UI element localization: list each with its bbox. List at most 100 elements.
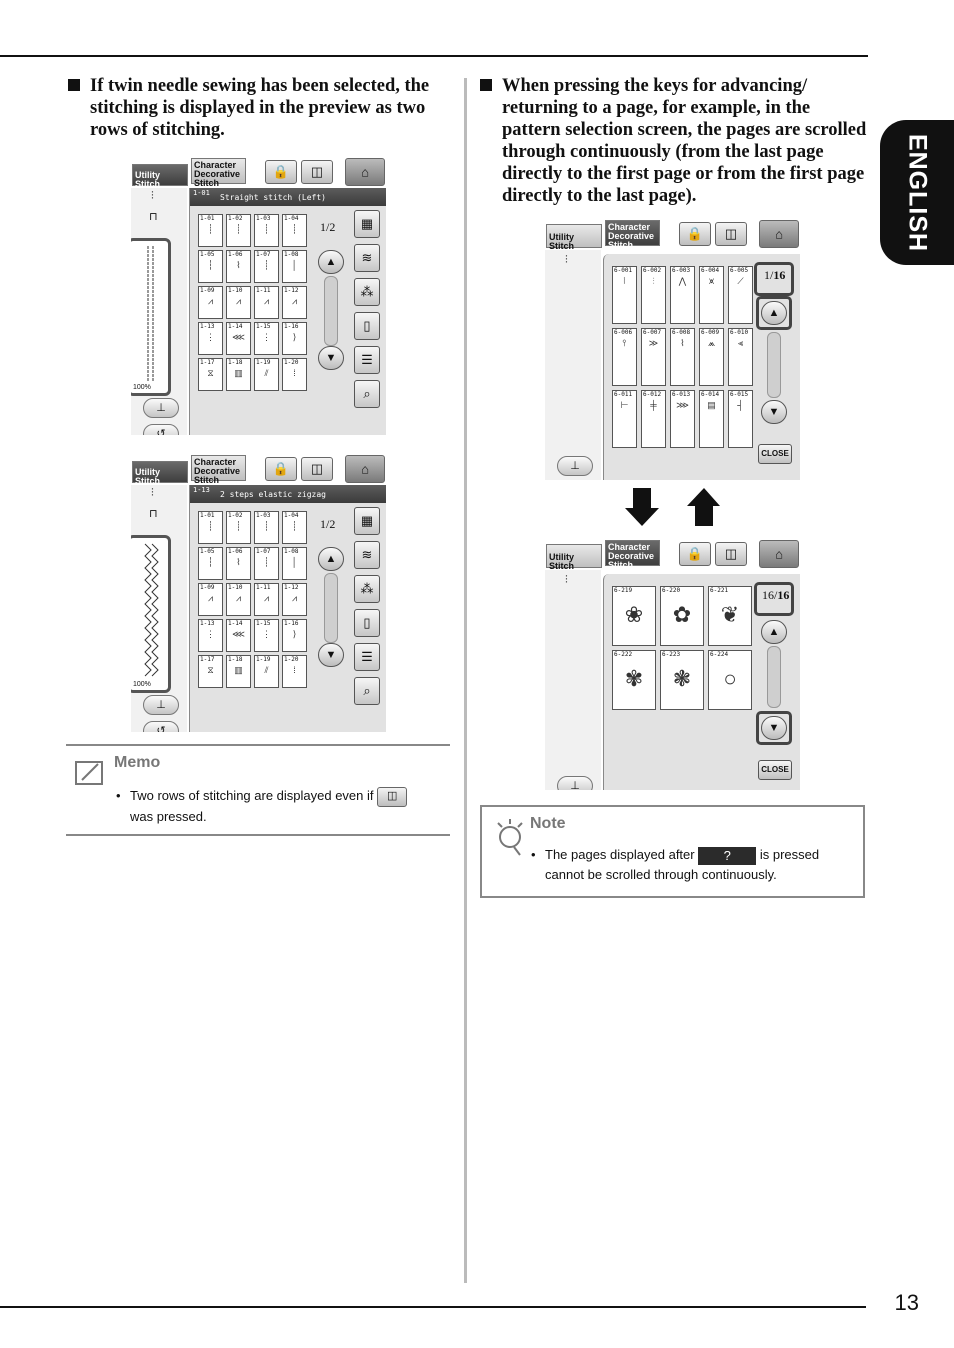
stitch-cell[interactable]: 1-10⩘ (226, 583, 251, 616)
category-heirloom-button[interactable]: ☰ (354, 643, 380, 671)
home-button[interactable]: ⌂ (759, 540, 799, 568)
tab-utility-stitch[interactable]: Utility Stitch (546, 544, 602, 571)
twin-needle-button[interactable]: ◫ (301, 457, 333, 481)
home-button[interactable]: ⌂ (759, 220, 799, 248)
stitch-cell[interactable]: 6-219❀ (612, 586, 656, 646)
stitch-cell[interactable]: 1-14⋘ (226, 619, 251, 652)
page-up-button[interactable]: ▲ (318, 250, 344, 274)
presser-foot-button[interactable]: ⊥ (557, 776, 593, 790)
stitch-cell[interactable]: 6-220✿ (660, 586, 704, 646)
stitch-cell[interactable]: 6-008⌇ (670, 328, 695, 386)
category-buttonhole-button[interactable]: ▯ (354, 609, 380, 637)
page-down-button[interactable]: ▼ (318, 643, 344, 667)
stitch-cell[interactable]: 6-004⩙ (699, 266, 724, 324)
page-down-button[interactable]: ▼ (761, 400, 787, 424)
tab-character-decorative[interactable]: Character Decorative Stitch (605, 220, 660, 250)
lock-button[interactable]: 🔒 (265, 160, 297, 184)
stitch-cell[interactable]: 6-011⊢ (612, 390, 637, 448)
stitch-cell[interactable]: 1-08│ (282, 250, 307, 283)
stitch-cell[interactable]: 6-001⦚ (612, 266, 637, 324)
stitch-cell[interactable]: 6-014▤ (699, 390, 724, 448)
stitch-cell[interactable]: 1-02┊ (226, 511, 251, 544)
stitch-cell[interactable]: 6-015┤ (728, 390, 753, 448)
stitch-cell[interactable]: 1-12⩘ (282, 286, 307, 319)
stitch-cell[interactable]: 1-17⧖ (198, 358, 223, 391)
stitch-cell[interactable]: 1-15⋮ (254, 322, 279, 355)
stitch-cell[interactable]: 1-01┊ (198, 511, 223, 544)
stitch-cell[interactable]: 1-09⩘ (198, 286, 223, 319)
stitch-cell[interactable]: 6-221❦ (708, 586, 752, 646)
category-decorative-button[interactable]: ≋ (354, 541, 380, 569)
stitch-cell[interactable]: 1-14⋘ (226, 322, 251, 355)
category-buttonhole-button[interactable]: ▯ (354, 312, 380, 340)
category-heirloom-button[interactable]: ☰ (354, 346, 380, 374)
stitch-cell[interactable]: 6-223❃ (660, 650, 704, 710)
stitch-cell[interactable]: 1-02┊ (226, 214, 251, 247)
stitch-cell[interactable]: 1-01┊ (198, 214, 223, 247)
page-down-button[interactable]: ▼ (318, 346, 344, 370)
stitch-cell[interactable]: 1-12⩘ (282, 583, 307, 616)
category-search-button[interactable]: ⌕ (354, 677, 380, 705)
page-up-button[interactable]: ▲ (318, 547, 344, 571)
page-down-button[interactable]: ▼ (761, 716, 787, 740)
home-button[interactable]: ⌂ (345, 158, 385, 186)
close-button[interactable]: CLOSE (758, 444, 792, 464)
category-decorative-button[interactable]: ≋ (354, 244, 380, 272)
category-satin-button[interactable]: ▦ (354, 507, 380, 535)
category-search-button[interactable]: ⌕ (354, 380, 380, 408)
scrollbar[interactable] (767, 332, 781, 398)
close-button[interactable]: CLOSE (758, 760, 792, 780)
stitch-cell[interactable]: 1-19⫽ (254, 358, 279, 391)
tab-character-decorative[interactable]: Character Decorative Stitch (605, 540, 660, 570)
scrollbar[interactable] (324, 276, 338, 346)
presser-foot-button[interactable]: ⊥ (557, 456, 593, 476)
reverse-button[interactable]: ↺ (143, 424, 179, 435)
lock-button[interactable]: 🔒 (679, 222, 711, 246)
stitch-cell[interactable]: 1-13⋮ (198, 619, 223, 652)
stitch-cell[interactable]: 1-06⌇ (226, 250, 251, 283)
stitch-cell[interactable]: 1-19⫽ (254, 655, 279, 688)
reverse-button[interactable]: ↺ (143, 721, 179, 732)
stitch-cell[interactable]: 6-006⫯ (612, 328, 637, 386)
tab-character-decorative[interactable]: Character Decorative Stitch (191, 455, 246, 485)
scrollbar[interactable] (767, 646, 781, 708)
stitch-cell[interactable]: 1-15⋮ (254, 619, 279, 652)
stitch-cell[interactable]: 6-007≫ (641, 328, 666, 386)
category-satin-button[interactable]: ▦ (354, 210, 380, 238)
lock-button[interactable]: 🔒 (265, 457, 297, 481)
stitch-cell[interactable]: 1-09⩘ (198, 583, 223, 616)
stitch-cell[interactable]: 1-05┆ (198, 250, 223, 283)
stitch-cell[interactable]: 1-03┊ (254, 214, 279, 247)
stitch-cell[interactable]: 1-07┊ (254, 250, 279, 283)
stitch-cell[interactable]: 6-009⩕ (699, 328, 724, 386)
stitch-cell[interactable]: 6-005⟋ (728, 266, 753, 324)
stitch-cell[interactable]: 1-20⁞ (282, 655, 307, 688)
page-up-button[interactable]: ▲ (761, 620, 787, 644)
stitch-cell[interactable]: 1-16⟩ (282, 322, 307, 355)
stitch-cell[interactable]: 1-11⩘ (254, 286, 279, 319)
stitch-cell[interactable]: 1-04┊ (282, 511, 307, 544)
stitch-cell[interactable]: 6-010⫷ (728, 328, 753, 386)
home-button[interactable]: ⌂ (345, 455, 385, 483)
stitch-cell[interactable]: 6-002⫶ (641, 266, 666, 324)
stitch-cell[interactable]: 1-03┊ (254, 511, 279, 544)
category-cross-button[interactable]: ⁂ (354, 278, 380, 306)
stitch-cell[interactable]: 1-10⩘ (226, 286, 251, 319)
tab-utility-stitch[interactable]: Utility Stitch (132, 164, 188, 189)
stitch-cell[interactable]: 6-222✾ (612, 650, 656, 710)
stitch-cell[interactable]: 1-04┊ (282, 214, 307, 247)
stitch-cell[interactable]: 1-17⧖ (198, 655, 223, 688)
scrollbar[interactable] (324, 573, 338, 643)
stitch-cell[interactable]: 1-13⋮ (198, 322, 223, 355)
stitch-cell[interactable]: 1-20⁞ (282, 358, 307, 391)
twin-needle-button[interactable]: ◫ (715, 222, 747, 246)
lock-button[interactable]: 🔒 (679, 542, 711, 566)
stitch-cell[interactable]: 1-08│ (282, 547, 307, 580)
category-cross-button[interactable]: ⁂ (354, 575, 380, 603)
twin-needle-button[interactable]: ◫ (715, 542, 747, 566)
tab-character-decorative[interactable]: Character Decorative Stitch (191, 158, 246, 188)
tab-utility-stitch[interactable]: Utility Stitch (546, 224, 602, 251)
stitch-cell[interactable]: 1-18▥ (226, 655, 251, 688)
page-up-button[interactable]: ▲ (761, 301, 787, 325)
stitch-cell[interactable]: 1-06⌇ (226, 547, 251, 580)
